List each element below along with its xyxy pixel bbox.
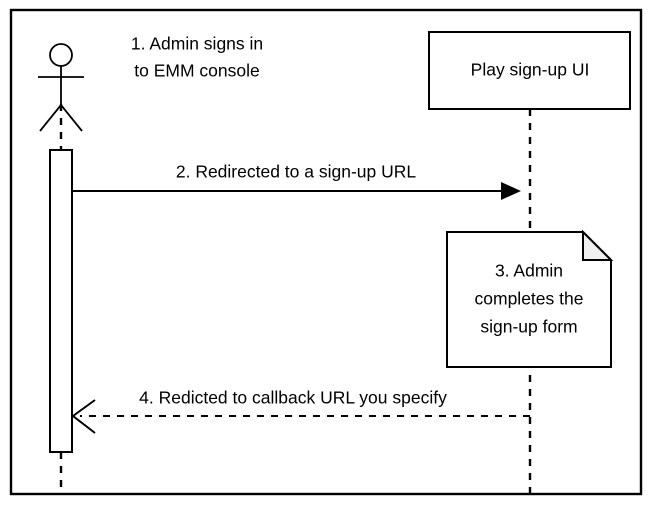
message-4-arrow[interactable]	[71, 399, 530, 434]
actor-head-icon	[49, 43, 73, 67]
note-3-label-line-1: 3. Admin	[495, 261, 563, 281]
message-4-label: 4. Redicted to callback URL you specify	[139, 388, 447, 408]
note-3-fold-icon	[582, 229, 614, 261]
actor-leg-left-icon	[39, 104, 62, 132]
diagram-border	[9, 8, 643, 496]
note-3-body	[446, 231, 612, 368]
message-1-label-line-2: to EMM console	[134, 61, 259, 81]
participant-label-play-signup-ui: Play sign-up UI	[471, 60, 590, 80]
message-1-label-line-1: 1. Admin signs in	[131, 34, 263, 54]
participant-box-play-signup-ui[interactable]	[428, 31, 631, 110]
message-4-arrowhead-icon	[71, 399, 96, 434]
note-3-label-line-3: sign-up form	[480, 317, 577, 337]
message-2-label: 2. Redirected to a sign-up URL	[176, 162, 417, 182]
note-3-label-line-2: completes the	[475, 289, 584, 309]
actor-leg-right-icon	[60, 104, 83, 132]
message-2-arrow[interactable]	[72, 182, 521, 200]
note-3[interactable]	[446, 229, 614, 368]
message-2-arrowhead-icon	[501, 182, 521, 200]
participant-admin[interactable]	[38, 43, 84, 132]
activation-bar-admin[interactable]	[49, 149, 73, 453]
